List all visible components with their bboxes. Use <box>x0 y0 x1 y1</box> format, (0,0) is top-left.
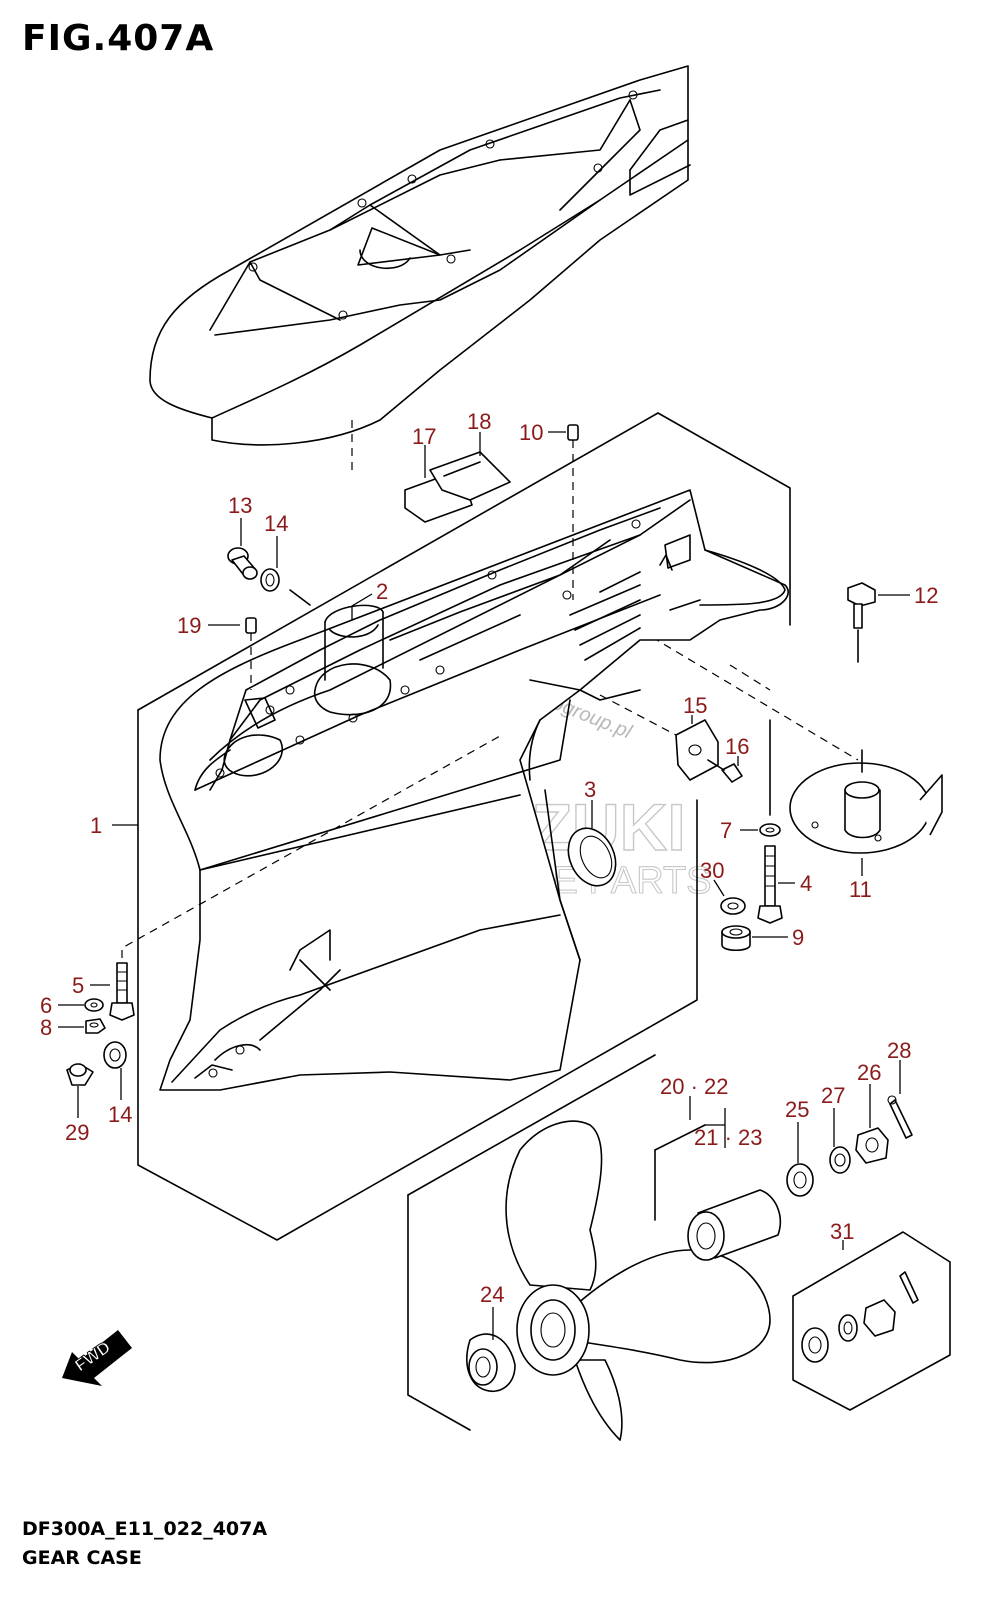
propeller <box>505 1120 771 1441</box>
castle-nut-26 <box>855 1127 889 1164</box>
pad-17-18 <box>404 451 511 523</box>
washer-30 <box>720 897 746 915</box>
callout-18: 18 <box>467 409 491 434</box>
callout-24: 24 <box>480 1282 504 1307</box>
callout-8: 8 <box>40 1015 52 1040</box>
trim-tab-11 <box>789 749 943 854</box>
bolt-5 <box>109 735 501 1021</box>
plug-13 <box>227 547 258 580</box>
spacer-21-23 <box>687 1189 782 1261</box>
callout-20-22: 20 · 22 <box>660 1074 729 1099</box>
callout-16: 16 <box>725 734 749 759</box>
washer-25 <box>786 1163 814 1197</box>
gasket-14-top <box>260 568 311 606</box>
callout-21-23: 21 · 23 <box>694 1125 763 1150</box>
nut-9 <box>721 925 751 952</box>
gasket-14-bottom <box>103 1041 127 1069</box>
plug-29 <box>66 1063 94 1086</box>
nut-8 <box>85 1018 106 1034</box>
callout-4: 4 <box>800 871 812 896</box>
figure-code: DF300A_E11_022_407A <box>22 1518 268 1540</box>
callout-29: 29 <box>65 1120 89 1145</box>
callout-15: 15 <box>683 693 707 718</box>
bushing-3 <box>567 827 617 887</box>
thrust-washer-24 <box>466 1333 516 1392</box>
bolt-12 <box>847 582 876 663</box>
figure-name: GEAR CASE <box>22 1547 142 1569</box>
callout-14-bottom: 14 <box>108 1102 132 1127</box>
callout-6: 6 <box>40 993 52 1018</box>
callout-28: 28 <box>887 1038 911 1063</box>
callouts: 1 2 3 4 5 6 7 8 9 10 11 12 13 14 14 15 1 <box>40 409 938 1340</box>
callout-19: 19 <box>177 613 201 638</box>
bolt-4 <box>757 719 783 924</box>
callout-2: 2 <box>376 579 388 604</box>
propeller-frame <box>407 1054 706 1431</box>
callout-7: 7 <box>720 818 732 843</box>
callout-25: 25 <box>785 1097 809 1122</box>
callout-5: 5 <box>72 973 84 998</box>
callout-17: 17 <box>412 424 436 449</box>
nut-kit-31 <box>792 1231 951 1411</box>
callout-11: 11 <box>849 877 872 902</box>
callout-27: 27 <box>821 1083 845 1108</box>
callout-9: 9 <box>792 925 804 950</box>
dowel-pin-10 <box>567 424 579 600</box>
fwd-arrow-icon: FWD <box>62 1330 132 1386</box>
figure-title: FIG.407A <box>22 18 215 59</box>
callout-13: 13 <box>228 493 252 518</box>
mount-15 <box>599 694 719 781</box>
callout-3: 3 <box>584 777 596 802</box>
screw-16 <box>707 759 743 783</box>
washer-27 <box>829 1146 851 1174</box>
washer-7 <box>759 823 781 837</box>
washer-6 <box>84 998 104 1012</box>
callout-14-top: 14 <box>264 511 288 536</box>
callout-10: 10 <box>519 420 543 445</box>
dowel-pin-19 <box>245 617 257 690</box>
callout-31: 31 <box>830 1219 854 1244</box>
top-cover <box>149 65 691 446</box>
callout-26: 26 <box>857 1060 881 1085</box>
callout-12: 12 <box>914 583 938 608</box>
cotter-pin-28 <box>887 1095 913 1139</box>
gear-case-housing <box>159 489 789 1091</box>
callout-1: 1 <box>90 813 102 838</box>
callout-30: 30 <box>700 858 724 883</box>
